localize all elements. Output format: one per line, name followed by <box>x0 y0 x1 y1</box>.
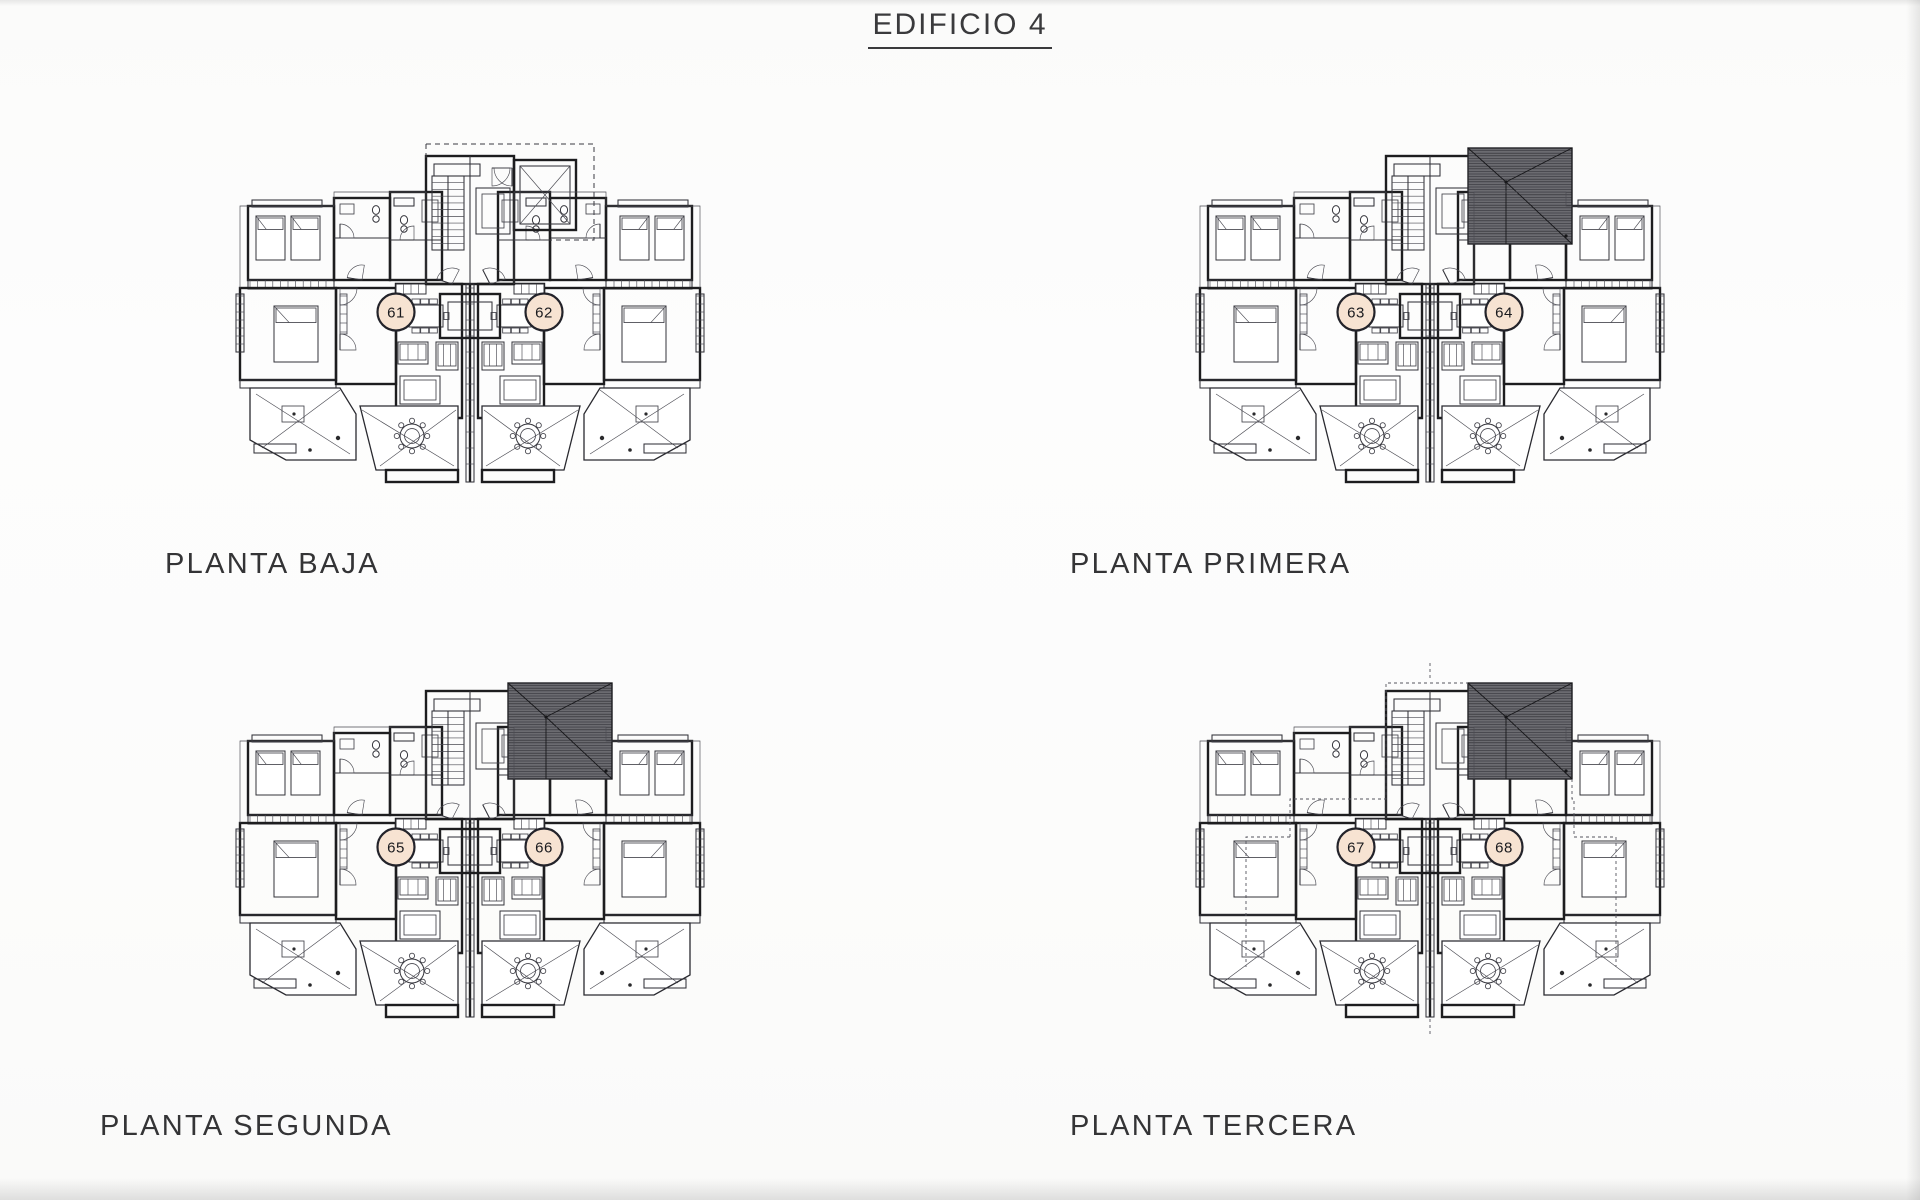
unit-badges: 65 66 <box>376 827 564 867</box>
perimeter <box>239 191 701 288</box>
unit-right-half <box>1436 190 1665 484</box>
svg-text:66: 66 <box>535 839 553 856</box>
central-core <box>1384 154 1476 483</box>
perimeter <box>239 726 701 823</box>
perimeter <box>1199 191 1661 288</box>
unit-left-half <box>1195 190 1424 484</box>
floor-plan-drawing-2: 65 66 <box>190 623 750 1043</box>
scan-edge-bottom <box>0 1178 1920 1200</box>
unit-left-half <box>1195 725 1424 1019</box>
unit-left-half <box>235 725 464 1019</box>
svg-text:64: 64 <box>1495 304 1513 321</box>
floor-plan-drawing-3: 67 68 <box>1150 623 1710 1043</box>
floor-plan-planta-baja: 61 62 PLANTA BAJA <box>0 80 960 635</box>
svg-text:65: 65 <box>387 839 405 856</box>
floor-plan-label-1: PLANTA PRIMERA <box>1070 548 1352 580</box>
unit-right-half <box>476 190 705 484</box>
floor-plan-label-3: PLANTA TERCERA <box>1070 1110 1358 1142</box>
roof-block <box>1467 682 1573 780</box>
scan-edge-top <box>0 0 1920 6</box>
floor-plan-drawing-1: 63 64 <box>1150 88 1710 508</box>
page-title-text: EDIFICIO 4 <box>868 8 1052 49</box>
floor-plan-drawing-0: 61 62 <box>190 88 750 508</box>
unit-badges: 63 64 <box>1336 292 1524 332</box>
svg-text:68: 68 <box>1495 839 1513 856</box>
floor-plan-planta-segunda: 65 66 PLANTA SEGUNDA <box>0 615 960 1170</box>
floor-plan-planta-tercera: 67 68 PLANTA TERCERA <box>960 615 1920 1170</box>
scan-edge-right <box>1906 0 1920 1200</box>
page-title: EDIFICIO 4 <box>0 8 1920 49</box>
roof-block <box>507 682 613 780</box>
floor-plan-label-0: PLANTA BAJA <box>165 548 380 580</box>
unit-badges: 67 68 <box>1336 827 1524 867</box>
svg-text:62: 62 <box>535 304 553 321</box>
svg-text:67: 67 <box>1347 839 1365 856</box>
svg-text:61: 61 <box>387 304 405 321</box>
floor-plan-label-2: PLANTA SEGUNDA <box>100 1110 393 1142</box>
unit-badges: 61 62 <box>376 292 564 332</box>
svg-text:63: 63 <box>1347 304 1365 321</box>
floor-plan-planta-primera: 63 64 PLANTA PRIMERA <box>960 80 1920 635</box>
unit-left-half <box>235 190 464 484</box>
perimeter <box>1199 726 1661 823</box>
roof-block <box>1467 147 1573 245</box>
